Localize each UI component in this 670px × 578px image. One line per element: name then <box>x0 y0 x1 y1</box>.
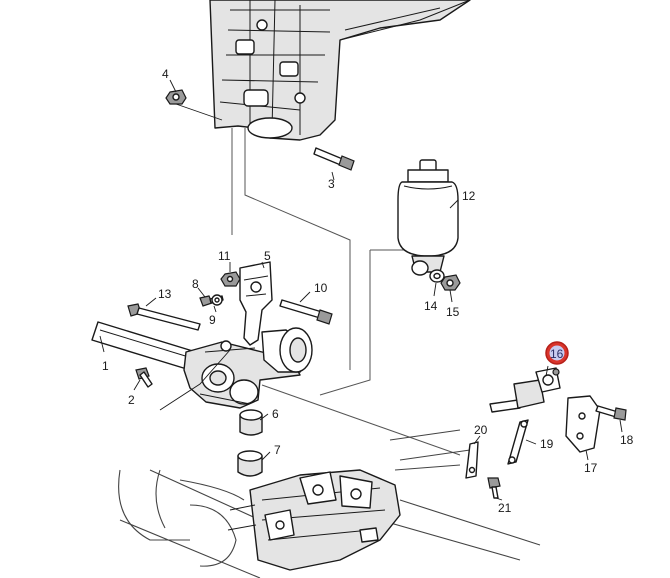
part-16-height-sensor <box>489 367 561 413</box>
lower-cradle-frame <box>118 429 541 578</box>
upper-body-structure <box>209 0 471 141</box>
part-14-washer <box>429 269 445 283</box>
callout-16-highlight-inner <box>549 345 565 361</box>
callout-18[interactable]: 18 <box>620 433 634 447</box>
callout-20[interactable]: 20 <box>474 423 488 437</box>
part-19-link <box>507 419 529 465</box>
callout-5[interactable]: 5 <box>264 249 271 263</box>
part-15-nut <box>440 274 461 291</box>
callout-6[interactable]: 6 <box>272 407 279 421</box>
part-7-bushing <box>237 450 263 477</box>
callout-9[interactable]: 9 <box>209 313 216 327</box>
part-17-bracket <box>565 395 601 453</box>
differential-mount-assembly <box>183 327 313 409</box>
part-20-bracket <box>465 441 479 479</box>
part-9-washer <box>211 294 223 306</box>
callout-labels: 1 2 3 4 5 6 7 8 9 10 11 12 13 14 15 16 1… <box>102 67 634 515</box>
callout-14[interactable]: 14 <box>424 299 438 313</box>
part-6-bushing <box>239 409 263 436</box>
part-2-bolt <box>135 367 153 388</box>
callout-1[interactable]: 1 <box>102 359 109 373</box>
part-10-bolt <box>279 299 333 325</box>
part-13-bolt <box>127 303 201 331</box>
leader-lines <box>99 79 623 501</box>
callout-11[interactable]: 11 <box>218 249 231 263</box>
callout-21[interactable]: 21 <box>498 501 512 515</box>
part-5-bracket <box>239 261 273 346</box>
reference-lines <box>231 128 461 456</box>
part-11-nut <box>220 271 241 287</box>
callout-13[interactable]: 13 <box>158 287 172 301</box>
part-21-bolt <box>487 477 501 499</box>
part-4-nut <box>165 89 187 105</box>
callout-19[interactable]: 19 <box>540 437 554 451</box>
callout-8[interactable]: 8 <box>192 277 199 291</box>
callout-17[interactable]: 17 <box>584 461 598 475</box>
callout-2[interactable]: 2 <box>128 393 135 407</box>
callout-15[interactable]: 15 <box>446 305 460 319</box>
callout-7[interactable]: 7 <box>274 443 281 457</box>
callout-10[interactable]: 10 <box>314 281 328 295</box>
callout-12[interactable]: 12 <box>462 189 476 203</box>
part-3-bolt <box>313 147 355 171</box>
callout-4[interactable]: 4 <box>162 67 169 81</box>
part-12-air-spring <box>397 159 459 276</box>
callout-16[interactable]: 16 <box>550 347 564 361</box>
callout-3[interactable]: 3 <box>328 177 335 191</box>
part-18-bolt <box>595 405 627 421</box>
